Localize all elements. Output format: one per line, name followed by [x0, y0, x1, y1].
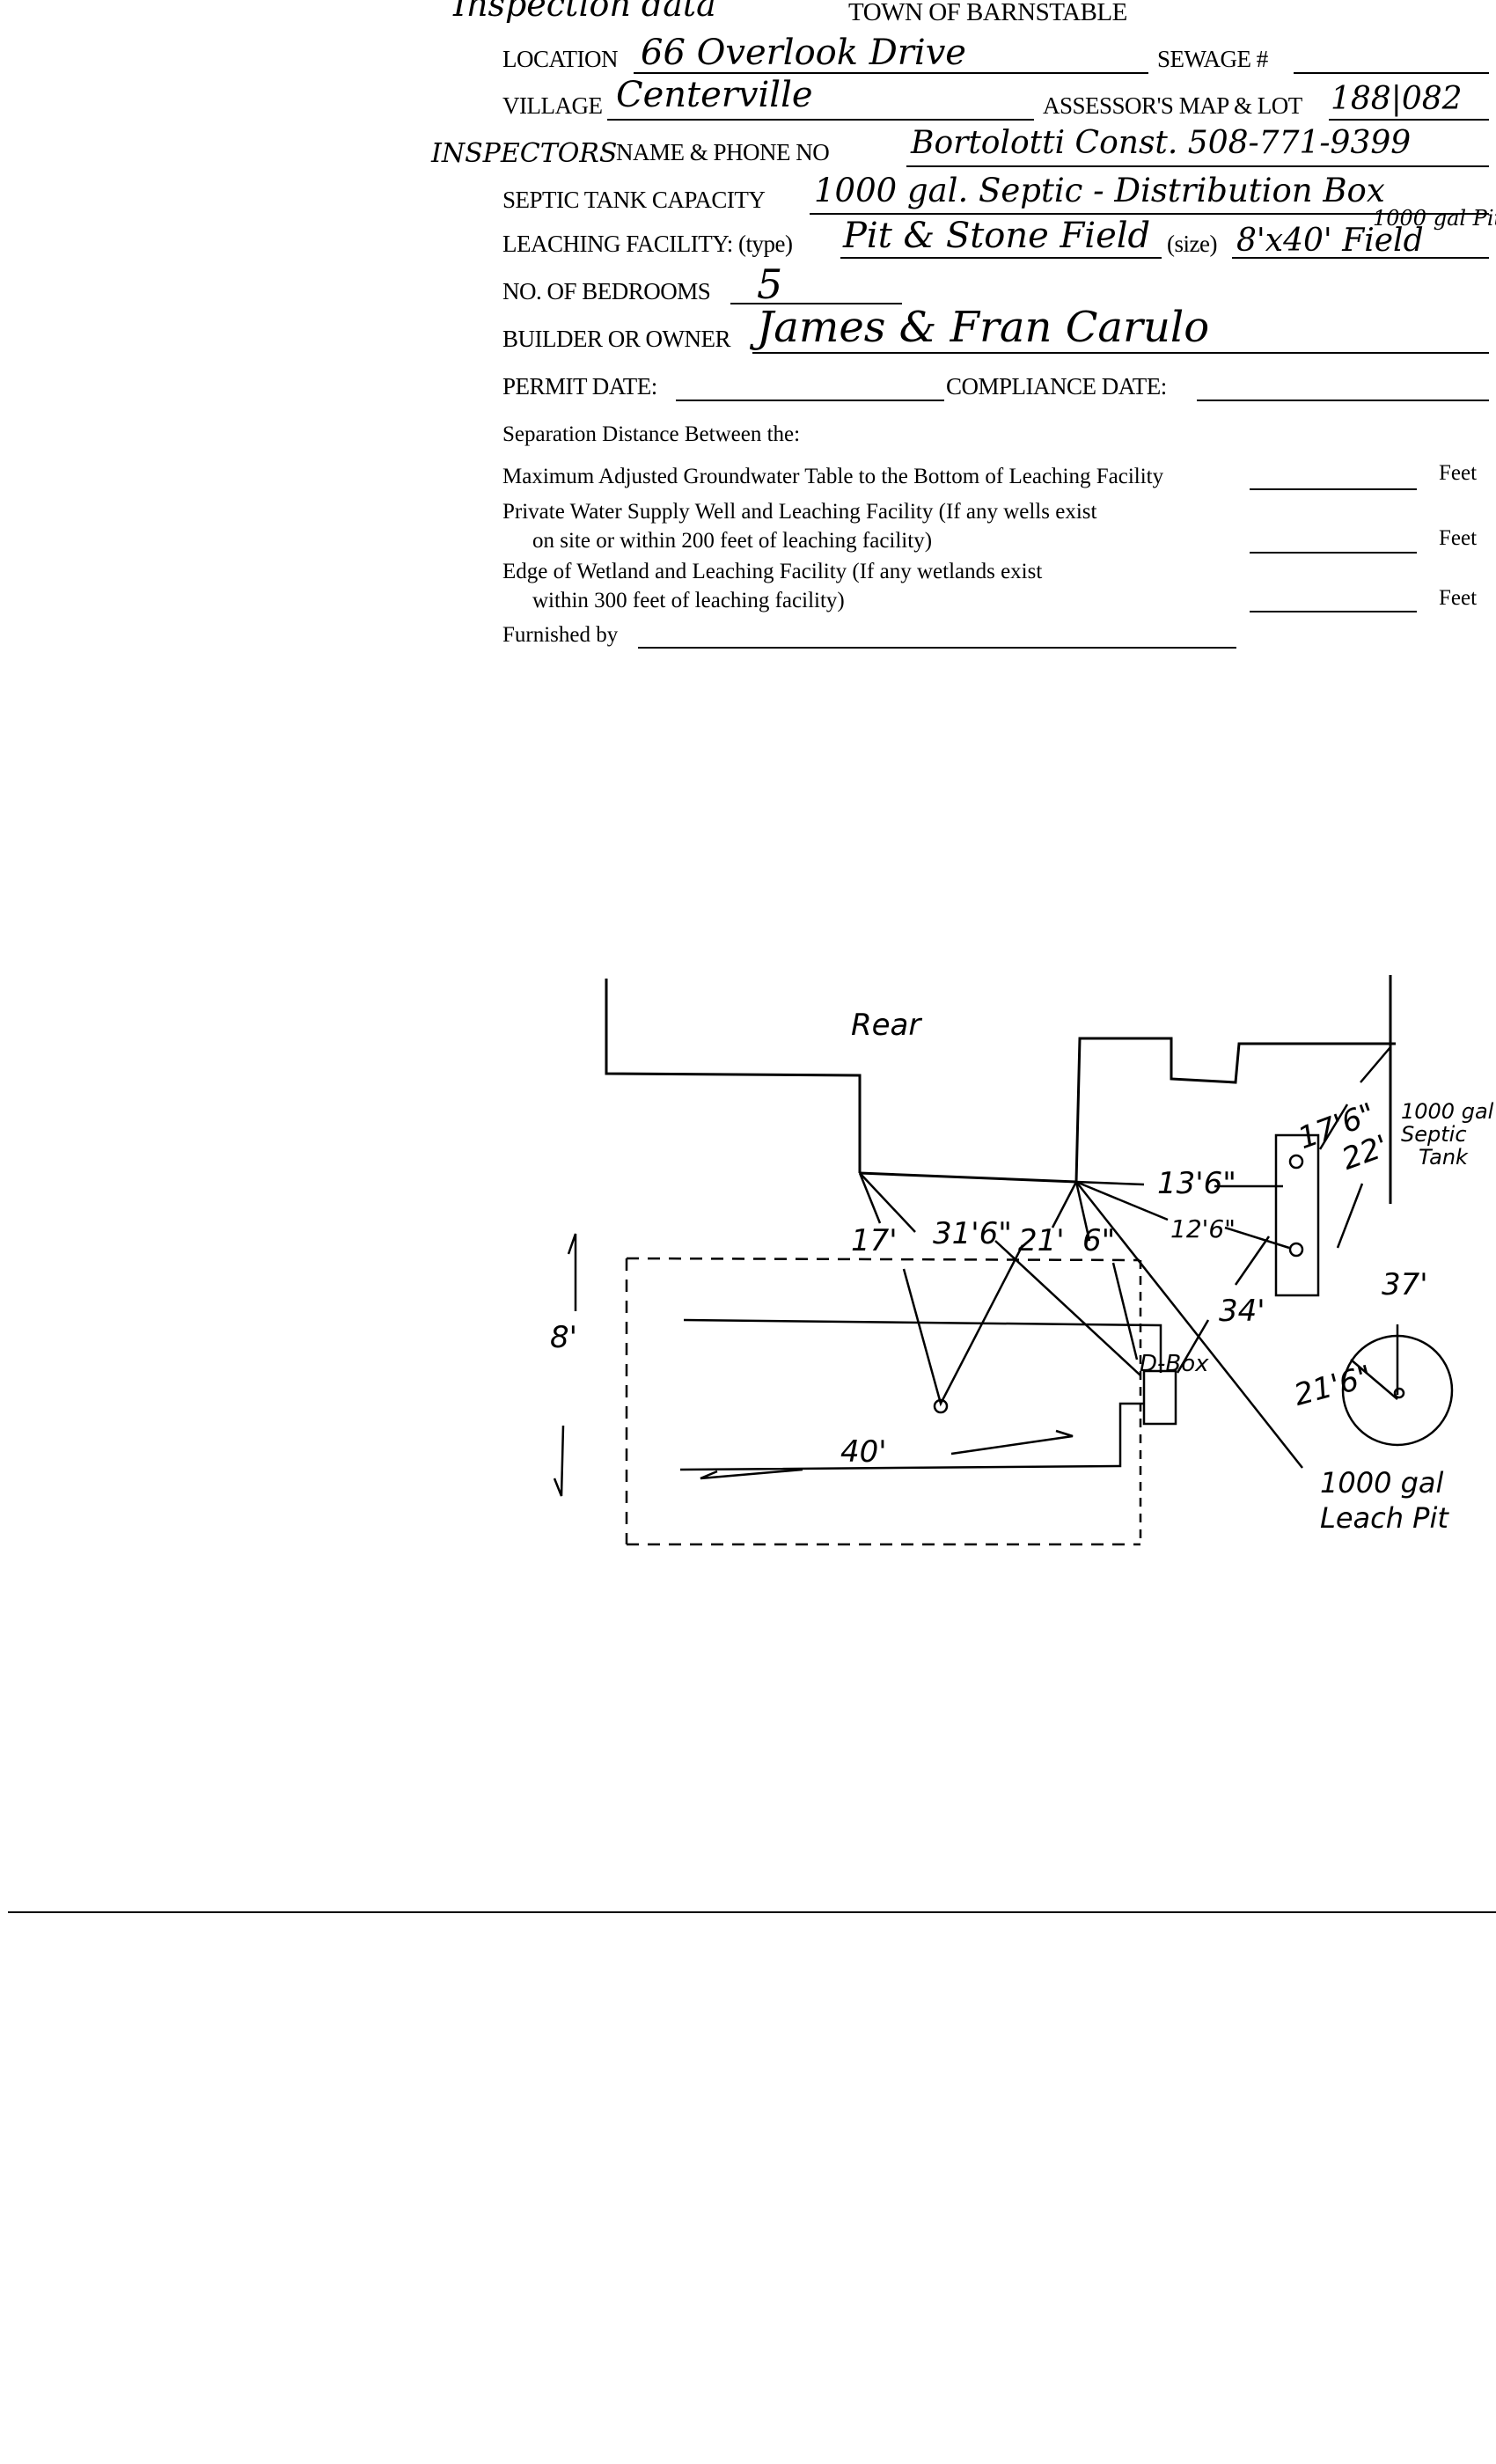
d-box-shape — [1142, 1369, 1177, 1426]
bedrooms-label: NO. OF BEDROOMS — [502, 278, 711, 304]
map-lot-value[interactable]: 188|082 — [1331, 81, 1463, 117]
leaching-type-value[interactable]: Pit & Stone Field — [843, 216, 1151, 256]
septic-value[interactable]: 1000 gal. Septic - Distribution Box — [814, 172, 1385, 209]
separation-row-3-text-2: within 300 feet of leaching facility) — [532, 589, 845, 612]
separation-row-2-text: Private Water Supply Well and Leaching F… — [502, 500, 1097, 524]
separation-row-1-field[interactable] — [1250, 488, 1417, 490]
furnished-field[interactable] — [638, 647, 1236, 649]
page-title: TOWN OF BARNSTABLE — [848, 0, 1127, 26]
bottom-divider — [8, 1911, 1496, 1913]
separation-row-1-text: Maximum Adjusted Groundwater Table to th… — [502, 465, 1164, 488]
permit-date-field[interactable] — [676, 400, 944, 401]
owner-value[interactable]: James & Fran Carulo — [757, 303, 1210, 352]
separation-row-2-text-2: on site or within 200 feet of leaching f… — [532, 529, 933, 553]
septic-underline — [810, 213, 1489, 215]
map-lot-underline — [1329, 119, 1489, 121]
village-value[interactable]: Centerville — [616, 75, 813, 115]
dim-6: 6" — [1082, 1223, 1116, 1258]
leaching-type-underline — [840, 257, 1162, 259]
dim-31-6: 31'6" — [933, 1216, 1012, 1251]
name-phone-value[interactable]: Bortolotti Const. 508-771-9399 — [911, 125, 1412, 161]
sewage-label: SEWAGE # — [1157, 46, 1268, 72]
dim-40: 40' — [840, 1434, 887, 1470]
septic-tank-label-1: 1000 gal — [1401, 1099, 1494, 1124]
dim-21: 21' — [1018, 1223, 1065, 1258]
leach-pit-label-2: Leach Pit — [1320, 1501, 1448, 1535]
separation-row-3-text: Edge of Wetland and Leaching Facility (I… — [502, 560, 1043, 583]
location-label: LOCATION — [502, 46, 619, 72]
handwritten-note: Inspection data — [453, 0, 716, 24]
dim-8: 8' — [550, 1320, 577, 1355]
village-underline — [607, 119, 1034, 121]
name-phone-label: NAME & PHONE NO — [616, 139, 830, 165]
permit-label: PERMIT DATE: — [502, 373, 657, 400]
bedrooms-underline — [730, 303, 902, 304]
size-label: (size) — [1167, 231, 1217, 257]
separation-row-2-field[interactable] — [1250, 552, 1417, 554]
location-underline — [634, 72, 1148, 74]
map-lot-label: ASSESSOR'S MAP & LOT — [1043, 92, 1302, 119]
house-outline — [605, 975, 1396, 1204]
separation-heading: Separation Distance Between the: — [502, 422, 801, 446]
dim-13-6: 13'6" — [1157, 1166, 1236, 1201]
inspectors-note: INSPECTORS — [431, 138, 618, 169]
dim-37: 37' — [1382, 1267, 1428, 1302]
separation-row-1-unit: Feet — [1439, 461, 1478, 485]
separation-row-2-unit: Feet — [1439, 526, 1478, 550]
leach-pit-label: 1000 gal Leach Pit — [1320, 1465, 1448, 1536]
sewage-field[interactable] — [1294, 72, 1489, 74]
dim-12-6: 12'6" — [1170, 1214, 1236, 1243]
septic-tank-shape — [1274, 1133, 1320, 1297]
d-box-label: D-Box — [1140, 1351, 1209, 1377]
dim-17: 17' — [851, 1223, 898, 1258]
name-phone-underline — [906, 165, 1489, 167]
separation-row-3-unit: Feet — [1439, 586, 1478, 610]
location-value[interactable]: 66 Overlook Drive — [641, 33, 966, 73]
size-underline — [1232, 257, 1489, 259]
dim-34: 34' — [1219, 1294, 1265, 1329]
leaching-label: LEACHING FACILITY: (type) — [502, 231, 793, 257]
size-note: 1000 gal Pit — [1373, 206, 1496, 231]
septic-tank-label-2: Septic — [1401, 1122, 1467, 1147]
owner-label: BUILDER OR OWNER — [502, 326, 730, 352]
compliance-label: COMPLIANCE DATE: — [946, 373, 1167, 400]
village-label: VILLAGE — [502, 92, 603, 119]
furnished-label: Furnished by — [502, 623, 619, 647]
size-value[interactable]: 8'x40' Field — [1236, 223, 1424, 259]
septic-tank-label: 1000 gal Septic Tank — [1401, 1100, 1493, 1169]
septic-tank-label-3: Tank — [1419, 1145, 1468, 1170]
rear-label: Rear — [851, 1008, 921, 1043]
owner-underline — [752, 352, 1489, 354]
bedrooms-value[interactable]: 5 — [757, 260, 783, 308]
separation-row-3-field[interactable] — [1250, 611, 1417, 612]
leach-pit-label-1: 1000 gal — [1320, 1466, 1444, 1500]
compliance-date-field[interactable] — [1197, 400, 1489, 401]
septic-label: SEPTIC TANK CAPACITY — [502, 187, 766, 213]
